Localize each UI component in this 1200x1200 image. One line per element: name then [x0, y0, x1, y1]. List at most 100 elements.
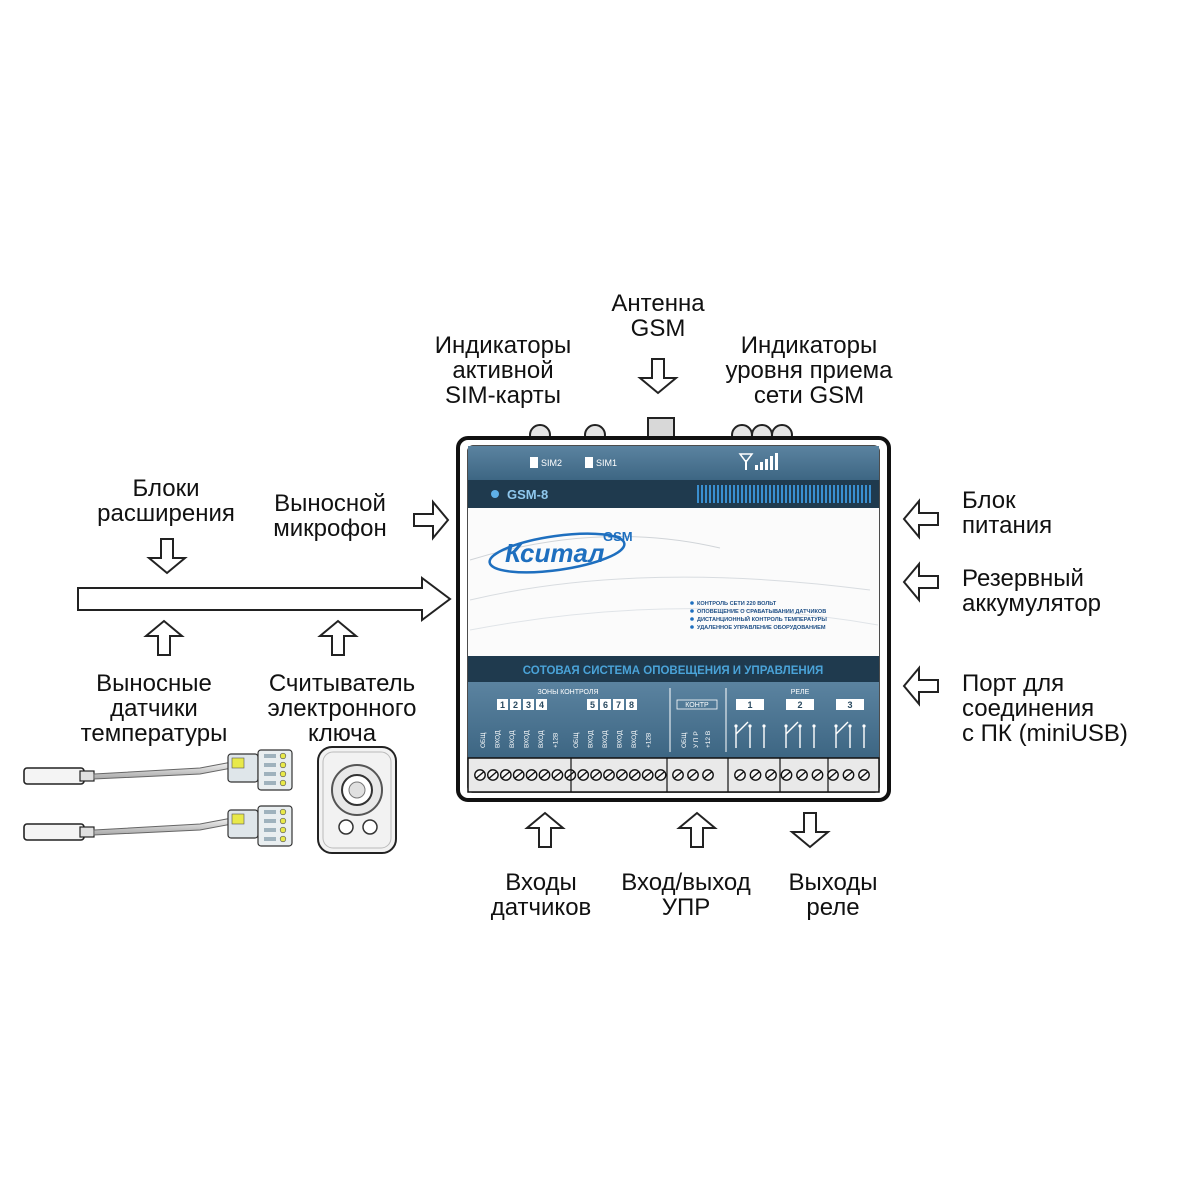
label-line: активной [452, 357, 554, 384]
indicator-bar [713, 485, 715, 503]
indicator-bar [773, 485, 775, 503]
zone-number: 8 [629, 700, 634, 710]
sensor-cable [93, 817, 233, 836]
relay-contact-symbols [734, 721, 866, 748]
indicator-bar [861, 485, 863, 503]
zone-number-box [587, 699, 598, 710]
zone-number-box [510, 699, 521, 710]
label-line: Выносной [274, 490, 386, 517]
brand-suffix: GSM [603, 529, 633, 544]
indicator-bar [741, 485, 743, 503]
sensor-probe-icon [23, 767, 85, 785]
relay-contact-icon [785, 721, 799, 735]
temperature-sensor-devices [23, 749, 293, 847]
label-line: Вход/выход [621, 869, 751, 896]
feature-item: ОПОВЕЩЕНИЕ О СРАБАТЫВАНИИ ДАТЧИКОВ [697, 609, 826, 615]
zone-pin-label: ВХОД [524, 730, 531, 748]
top-panel [468, 446, 879, 480]
indicator-bar [845, 485, 847, 503]
power-led [491, 490, 499, 498]
zone-pin-label: ОБЩ [480, 733, 487, 748]
relay-number-box [786, 699, 814, 710]
indicator-bar [753, 485, 755, 503]
indicator-bar [833, 485, 835, 503]
terminal-screws [474, 758, 870, 792]
indicator-bar [757, 485, 759, 503]
label-line: сети GSM [753, 382, 865, 409]
indicator-bar [797, 485, 799, 503]
zone-number-box [613, 699, 624, 710]
indicator-bar [701, 485, 703, 503]
label-line: ключа [307, 720, 377, 747]
gsm-device: SIM2 SIM1 GSM-8 Кситал GSM КОНТРОЛЬ СЕТИ… [456, 417, 891, 802]
terminal-panel [468, 682, 879, 758]
relay-number: 3 [847, 700, 852, 710]
zone-pin-label: +12В [553, 733, 560, 748]
relay-number-box [736, 699, 764, 710]
zone-pin-label: +12В [646, 733, 653, 748]
indicator-bar [697, 485, 699, 503]
feature-list: КОНТРОЛЬ СЕТИ 220 ВОЛЬТ ОПОВЕЩЕНИЕ О СРАБ… [690, 601, 827, 631]
indicator-bar [857, 485, 859, 503]
indicator-bar [717, 485, 719, 503]
indicator-bar [805, 485, 807, 503]
zone-pin-label: ВХОД [495, 730, 502, 748]
label-line: Резервный [962, 565, 1084, 592]
indicator-bar [809, 485, 811, 503]
label-line: Выходы [788, 869, 878, 896]
feature-bullet-icon [690, 609, 694, 613]
kontr-pin-label: ОБЩ [681, 733, 688, 748]
sensor-probe-icon [23, 823, 85, 841]
indicator-bar [749, 485, 751, 503]
zone-pin-label: ВХОД [602, 730, 609, 748]
label-line: Входы [505, 869, 577, 896]
indicator-bar [765, 485, 767, 503]
label-line: электронного [267, 695, 417, 722]
label-line: питания [962, 512, 1053, 539]
sim2-label: SIM2 [541, 458, 562, 468]
signal-strength-icon [738, 453, 778, 470]
label-line: SIM-карты [444, 382, 562, 409]
label-line: расширения [97, 500, 235, 527]
zone-number: 4 [539, 700, 544, 710]
key-reader-arrow-icon [317, 619, 359, 656]
sim1-label: SIM1 [596, 458, 617, 468]
label-line: Считыватель [268, 670, 416, 697]
feature-item: КОНТРОЛЬ СЕТИ 220 ВОЛЬТ [697, 601, 777, 607]
zone-number-box [536, 699, 547, 710]
label-line: Блок [962, 487, 1016, 514]
antenna-arrow-icon [637, 358, 679, 395]
label-line: Индикаторы [740, 332, 878, 359]
label-line: Антенна [611, 290, 705, 317]
relay-contact-icon [735, 721, 749, 735]
zone-number: 2 [513, 700, 518, 710]
slogan-text: СОТОВАЯ СИСТЕМА ОПОВЕЩЕНИЯ И УПРАВЛЕНИЯ [523, 665, 824, 677]
zone-number: 3 [526, 700, 531, 710]
temperature-sensor [23, 749, 293, 791]
indicator-bar [781, 485, 783, 503]
feature-item: ДИСТАНЦИОННЫЙ КОНТРОЛЬ ТЕМПЕРАТУРЫ [697, 615, 827, 623]
label-line: соединения [962, 695, 1095, 722]
sensor-inputs-arrow-icon [524, 811, 566, 848]
feature-bullet-icon [690, 625, 694, 629]
relay-number: 1 [747, 700, 752, 710]
indicator-bar [869, 485, 871, 503]
zones-title: ЗОНЫ КОНТРОЛЯ [537, 689, 598, 696]
label-line: Выносные [96, 670, 212, 697]
zone-number-box [600, 699, 611, 710]
indicator-bar [709, 485, 711, 503]
indicator-bar [801, 485, 803, 503]
temperature-sensor [23, 805, 293, 847]
kontr-pin-label: У П Р [693, 731, 700, 748]
